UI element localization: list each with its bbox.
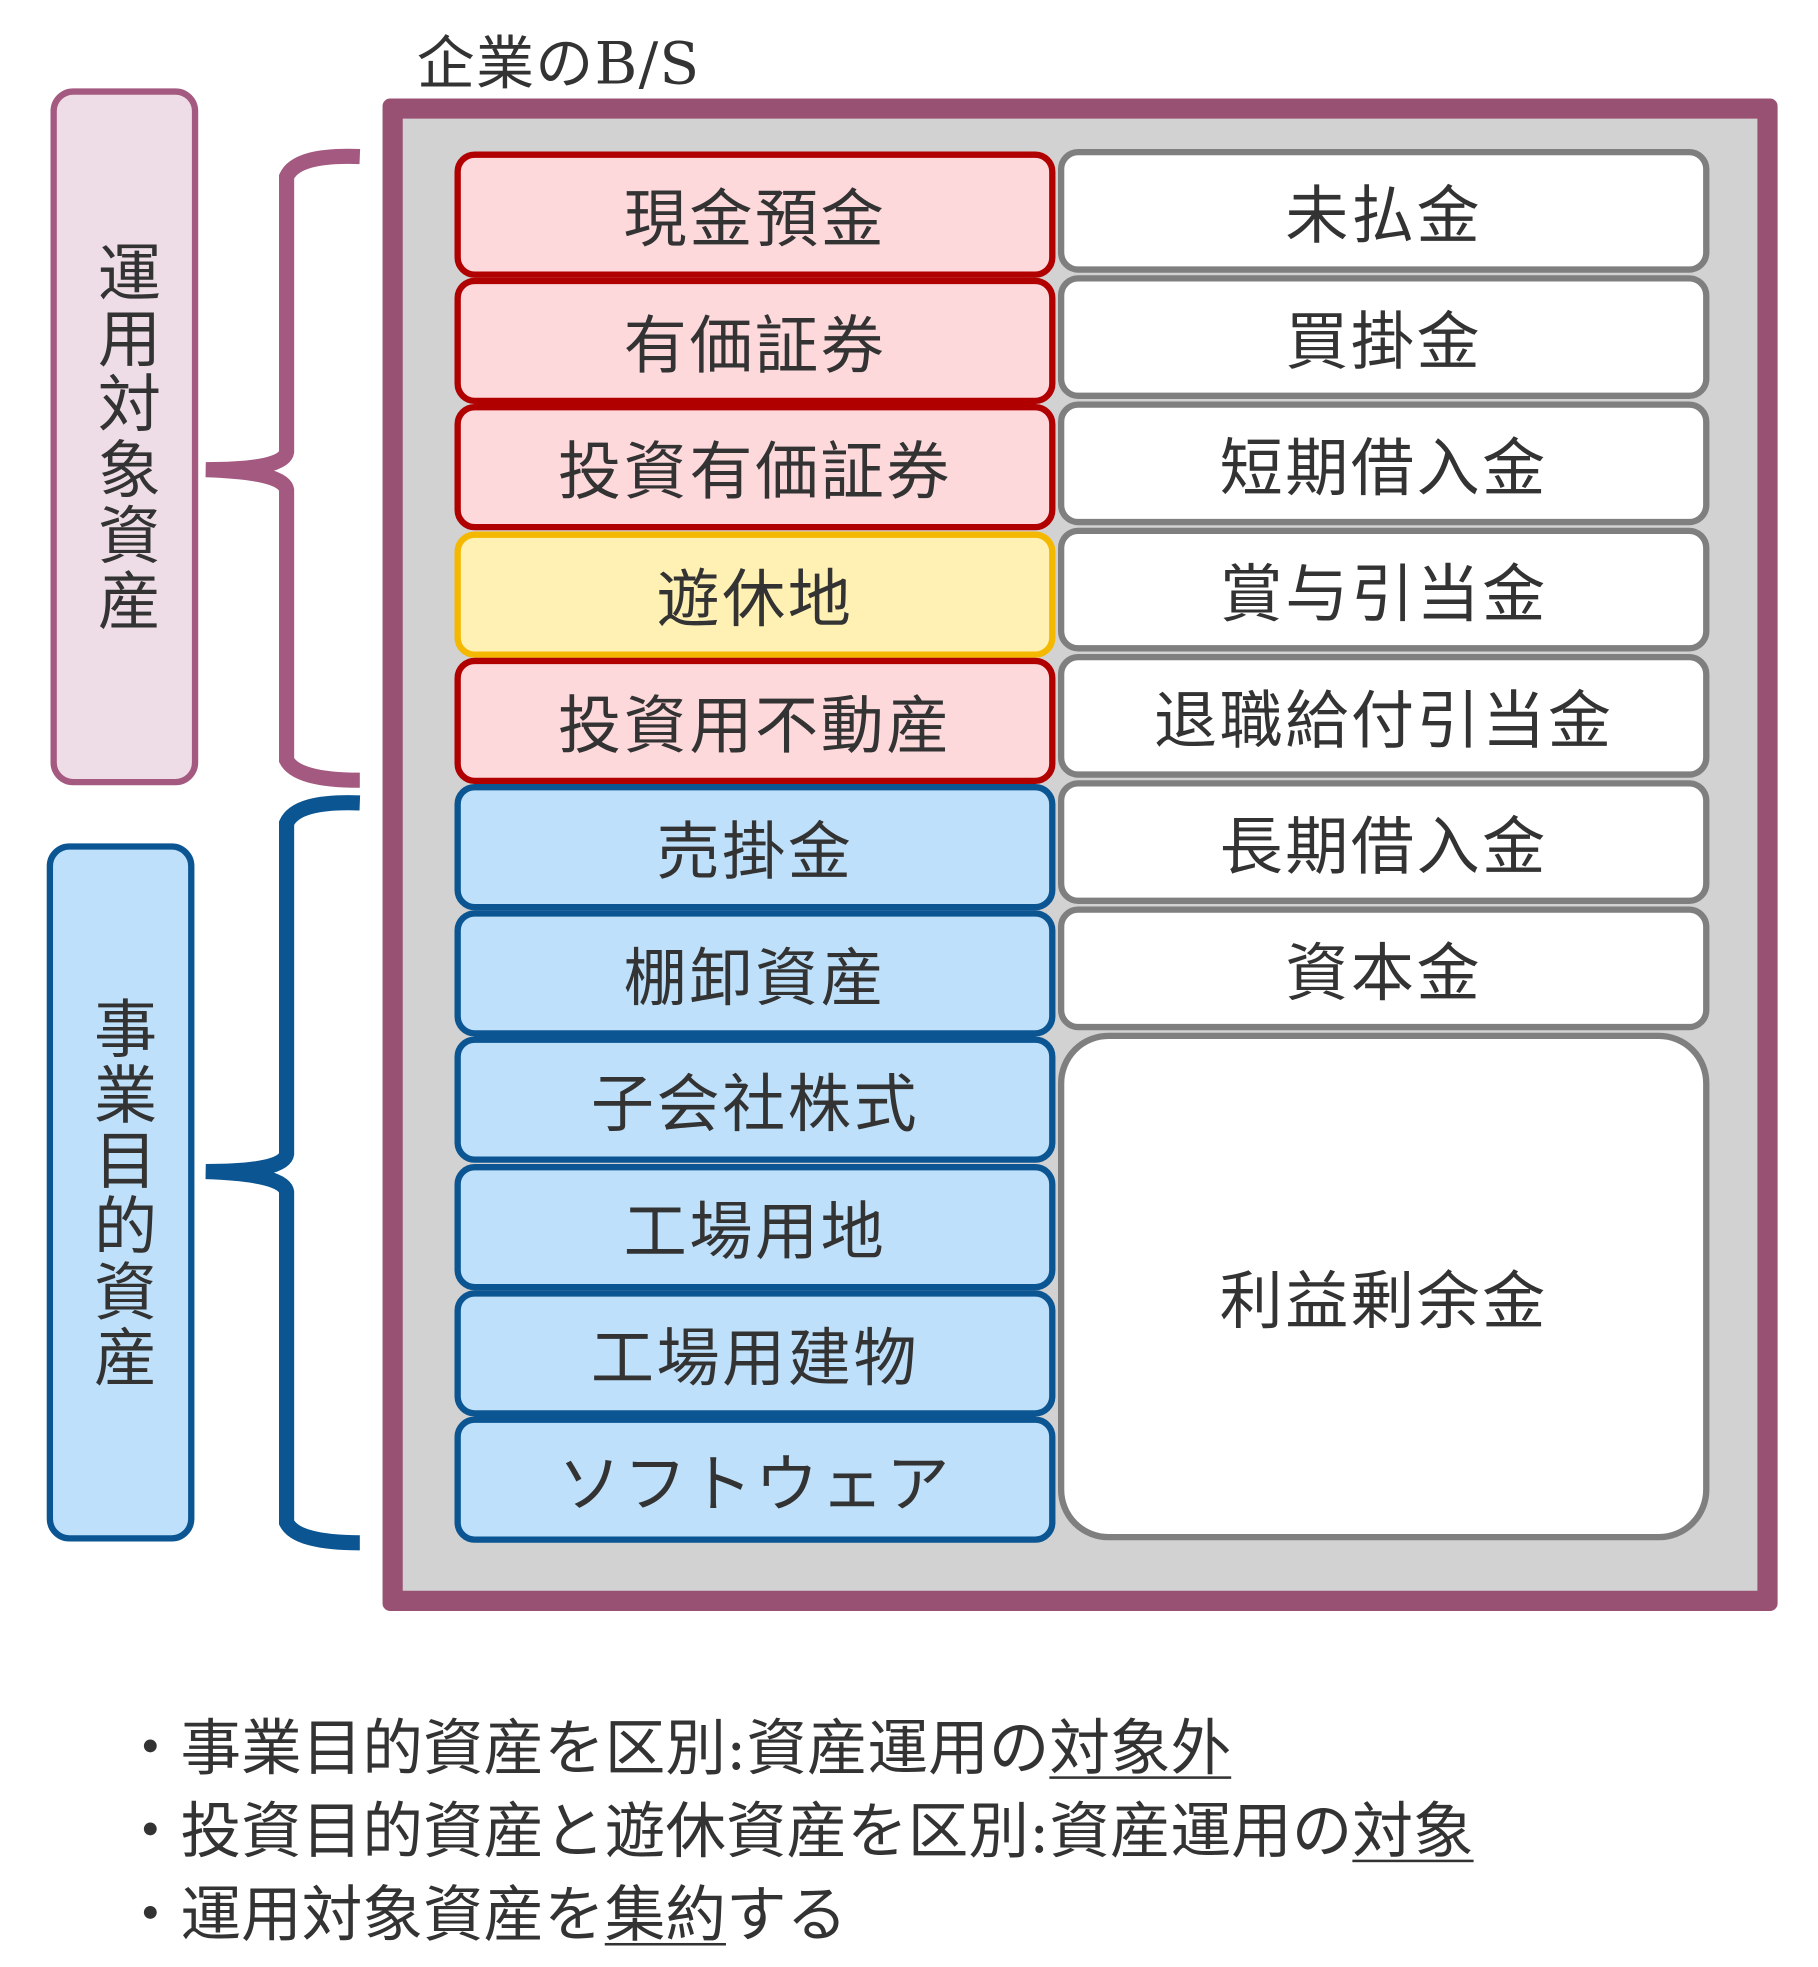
- bullet-emphasis: 対象外: [1049, 1713, 1232, 1784]
- asset-item: ソフトウェア: [454, 1416, 1056, 1543]
- asset-item: 売掛金: [454, 784, 1056, 911]
- asset-item: 子会社株式: [454, 1037, 1056, 1164]
- bullet-item: ・事業目的資産を区別:資産運用の対象外: [120, 1707, 1474, 1790]
- liability-item: 未払金: [1057, 148, 1710, 273]
- liability-item: 資本金: [1057, 906, 1710, 1031]
- asset-item: 現金預金: [454, 151, 1056, 278]
- liability-item: 退職給付引当金: [1057, 653, 1710, 778]
- bullet-item: ・運用対象資産を集約する: [120, 1874, 1474, 1957]
- bullet-emphasis: 対象: [1352, 1796, 1474, 1868]
- bullet-text: ・事業目的資産を区別:資産運用の: [119, 1713, 1050, 1784]
- asset-item: 有価証券: [454, 277, 1056, 405]
- liability-item: 賞与引当金: [1057, 527, 1710, 652]
- liability-item: 短期借入金: [1057, 401, 1710, 526]
- bullet-text: ・投資目的資産と遊休資産を区別:資産運用の: [119, 1796, 1353, 1868]
- brace-business: [205, 795, 361, 1551]
- label-investment-assets: 運用対象資産: [50, 88, 199, 786]
- asset-item: 投資有価証券: [454, 404, 1056, 531]
- label-business-assets: 事業目的資産: [46, 843, 195, 1542]
- asset-item: 遊休地: [454, 530, 1056, 658]
- asset-item: 工場用建物: [454, 1290, 1056, 1417]
- bullet-text: ・運用対象資産を: [119, 1879, 605, 1951]
- bullet-emphasis: 集約: [604, 1879, 726, 1951]
- equity-retained-earnings: 利益剰余金: [1057, 1032, 1710, 1541]
- liability-item: 買掛金: [1057, 275, 1710, 399]
- liability-item: 長期借入金: [1057, 780, 1710, 904]
- brace-investment: [205, 148, 361, 788]
- bullet-item: ・投資目的資産と遊休資産を区別:資産運用の対象: [120, 1790, 1474, 1873]
- bullet-list: ・事業目的資産を区別:資産運用の対象外 ・投資目的資産と遊休資産を区別:資産運用…: [120, 1707, 1474, 1957]
- asset-item: 棚卸資産: [454, 910, 1056, 1037]
- diagram-title: 企業のB/S: [416, 29, 701, 98]
- asset-item: 工場用地: [454, 1163, 1056, 1290]
- asset-item: 投資用不動産: [454, 657, 1056, 784]
- bullet-text: する: [725, 1879, 848, 1951]
